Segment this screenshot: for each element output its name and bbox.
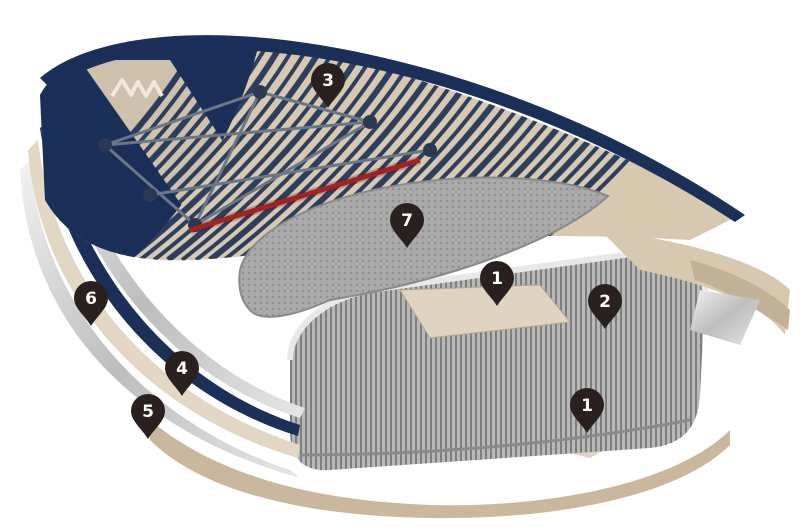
marker-label: 3	[322, 71, 334, 91]
marker-label: 4	[176, 359, 188, 379]
deck-stripe	[68, 39, 272, 261]
deck-edge-layers	[600, 230, 790, 345]
deck-stripe	[96, 39, 300, 261]
layer-marker: 1	[570, 388, 604, 433]
layer-marker: 7	[390, 203, 424, 248]
layer-marker: 6	[74, 281, 108, 326]
eva-deck-pad	[238, 176, 610, 318]
marker-pin-icon	[570, 388, 604, 433]
bungee-cord-system	[98, 85, 437, 235]
marker-label: 6	[85, 289, 97, 309]
layer-marker: 3	[311, 63, 345, 108]
tie-down-point-icon	[423, 143, 437, 157]
marker-label: 7	[401, 211, 413, 231]
marker-pin-icon	[311, 63, 345, 108]
layer-marker: 2	[588, 284, 622, 329]
deck-stripe	[54, 39, 258, 261]
layer-marker: 5	[131, 393, 166, 439]
deck-stripe	[40, 38, 245, 261]
red-carry-handle	[189, 157, 421, 233]
marker-pin-icon	[74, 281, 108, 326]
deck-stripe	[124, 38, 329, 261]
marker-pin-icon	[480, 261, 514, 306]
tie-down-point-icon	[253, 85, 267, 99]
tie-down-point-icon	[98, 138, 112, 152]
deck-stripe	[40, 38, 203, 261]
marker-pin-icon	[588, 284, 622, 329]
layer-marker: 4	[165, 351, 199, 396]
marker-pin-icon	[165, 351, 199, 396]
tie-down-point-icon	[363, 115, 377, 129]
deck-stripe	[82, 38, 287, 261]
marker-label: 5	[142, 402, 154, 422]
marker-label: 1	[581, 396, 593, 416]
layer-markers: 1 1 2 3 4 5 6 7	[74, 63, 622, 439]
marker-label: 2	[599, 292, 611, 312]
deck-stripe	[166, 38, 371, 261]
marker-pin-icon	[131, 393, 166, 439]
marker-pin-icon	[390, 203, 424, 248]
outer-rail-curve	[40, 35, 745, 222]
deck-stripe	[180, 39, 384, 261]
brand-logo	[110, 78, 164, 98]
marker-label: 1	[491, 269, 503, 289]
tie-down-point-icon	[143, 188, 157, 202]
layer-marker: 1	[480, 261, 514, 306]
